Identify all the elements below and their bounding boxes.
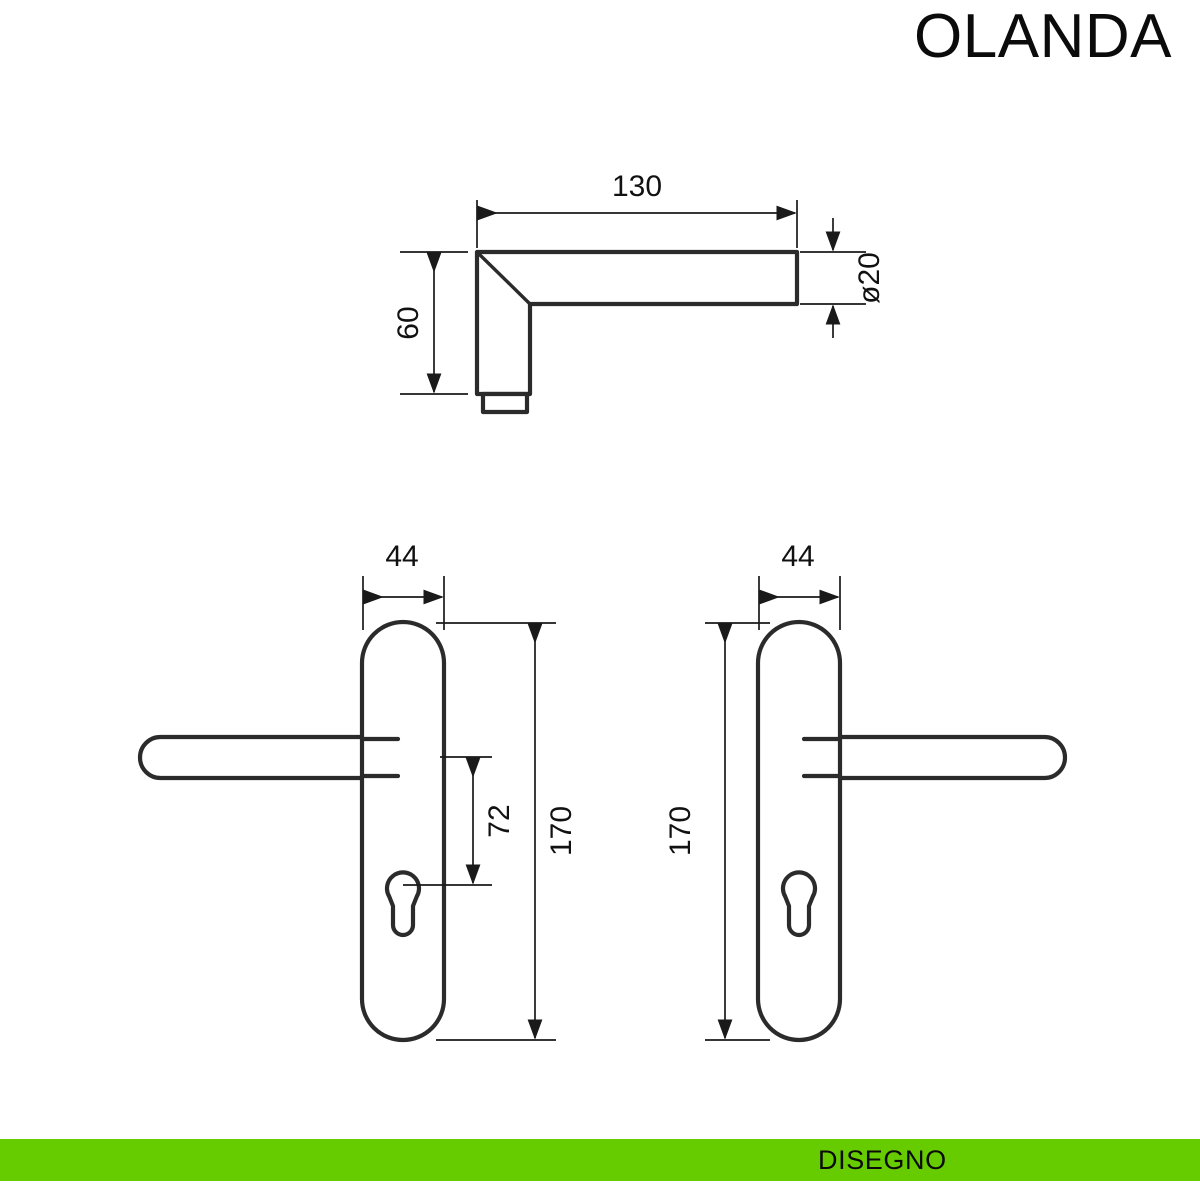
lever-collar (480, 391, 530, 415)
dimension-label-d20: ø20 (853, 252, 886, 304)
dimension-72: 72 (403, 756, 516, 886)
dimension-diameter-20: ø20 (800, 218, 886, 338)
backplate-right-view: 44 170 (664, 540, 1068, 1043)
dimension-label-170-right: 170 (664, 806, 697, 856)
dimension-44-left: 44 (362, 540, 445, 630)
dimension-60: 60 (392, 251, 468, 395)
dimension-label-44-left: 44 (385, 540, 418, 573)
dimension-label-72: 72 (483, 804, 516, 837)
page-title: OLANDA (914, 2, 1172, 71)
backplate-left-view: 44 72 170 (137, 540, 578, 1043)
lever-neck-left (366, 740, 396, 775)
dimension-44-right: 44 (758, 540, 841, 630)
euro-cylinder-keyhole-left (384, 870, 422, 938)
footer-label: DISEGNO (818, 1145, 947, 1175)
backplate-right (755, 619, 843, 1043)
dimension-label-60: 60 (392, 306, 425, 339)
footer-band (0, 1139, 1200, 1181)
lever-side-profile-view: 130 60 ø20 (392, 170, 886, 415)
dimension-170-left: 170 (436, 622, 578, 1041)
lever-neck-right (806, 740, 836, 775)
technical-drawing: 130 60 ø20 (137, 170, 1068, 1043)
dimension-label-130: 130 (612, 170, 662, 203)
dimension-label-170-left: 170 (545, 806, 578, 856)
euro-cylinder-keyhole-right (780, 870, 818, 938)
dimension-170-right: 170 (664, 622, 770, 1041)
dimension-label-44-right: 44 (781, 540, 814, 573)
backplate-left (359, 619, 447, 1043)
lever-chamfer-line (477, 252, 532, 306)
dimension-130: 130 (476, 170, 798, 248)
lever-body-outline (474, 249, 800, 397)
